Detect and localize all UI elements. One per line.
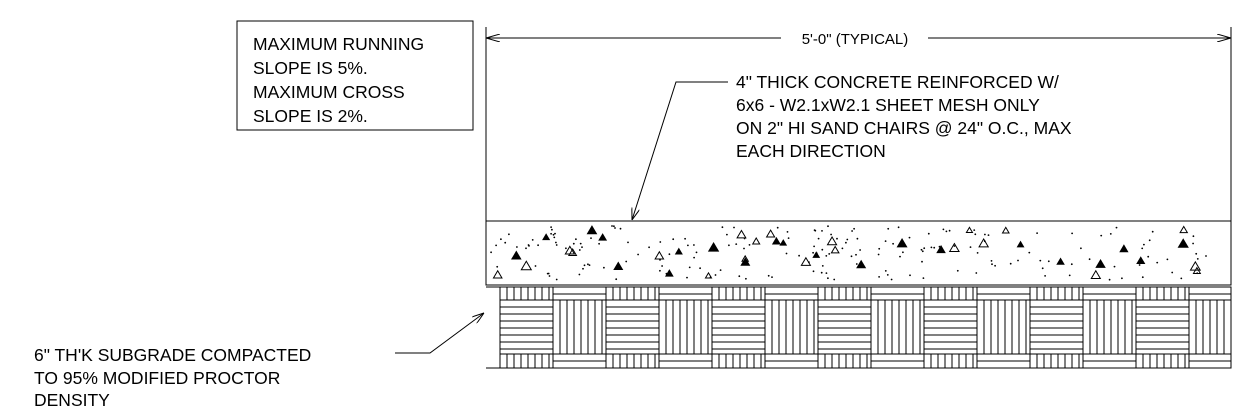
subgrade-leader — [395, 313, 484, 354]
notes-box-border — [236, 20, 474, 131]
subgrade-note-line-2: TO 95% MODIFIED PROCTOR — [34, 368, 280, 388]
concrete-slab-outline — [485, 220, 1232, 286]
width-dimension: 5'-0" (TYPICAL) — [485, 27, 1232, 221]
notes-line-2: SLOPE IS 5%. — [253, 58, 368, 78]
subgrade-note-line-1: 6" TH'K SUBGRADE COMPACTED — [34, 345, 311, 365]
notes-line-3: MAXIMUM CROSS — [253, 82, 405, 102]
concrete-note-line-4: EACH DIRECTION — [736, 141, 886, 161]
compacted-subgrade — [486, 286, 1232, 369]
notes-line-1: MAXIMUM RUNNING — [253, 34, 424, 54]
subgrade-hatch-pattern — [486, 286, 1232, 369]
subgrade-callout: 6" TH'K SUBGRADE COMPACTED TO 95% MODIFI… — [34, 313, 484, 410]
notes-line-4: SLOPE IS 2%. — [253, 106, 368, 126]
concrete-stipple-pattern — [490, 225, 1207, 281]
slope-notes-box: MAXIMUM RUNNING SLOPE IS 5%. MAXIMUM CRO… — [236, 20, 474, 131]
subgrade-note-line-3: DENSITY — [34, 390, 110, 410]
dimension-label: 5'-0" (TYPICAL) — [802, 31, 909, 48]
concrete-note-line-2: 6x6 - W2.1xW2.1 SHEET MESH ONLY — [736, 95, 1040, 115]
concrete-leader — [632, 81, 728, 220]
concrete-note-line-3: ON 2" HI SAND CHAIRS @ 24" O.C., MAX — [736, 118, 1072, 138]
concrete-callout: 4" THICK CONCRETE REINFORCED W/ 6x6 - W2… — [632, 72, 1072, 220]
concrete-slab — [485, 220, 1232, 286]
concrete-note-line-1: 4" THICK CONCRETE REINFORCED W/ — [736, 72, 1059, 92]
